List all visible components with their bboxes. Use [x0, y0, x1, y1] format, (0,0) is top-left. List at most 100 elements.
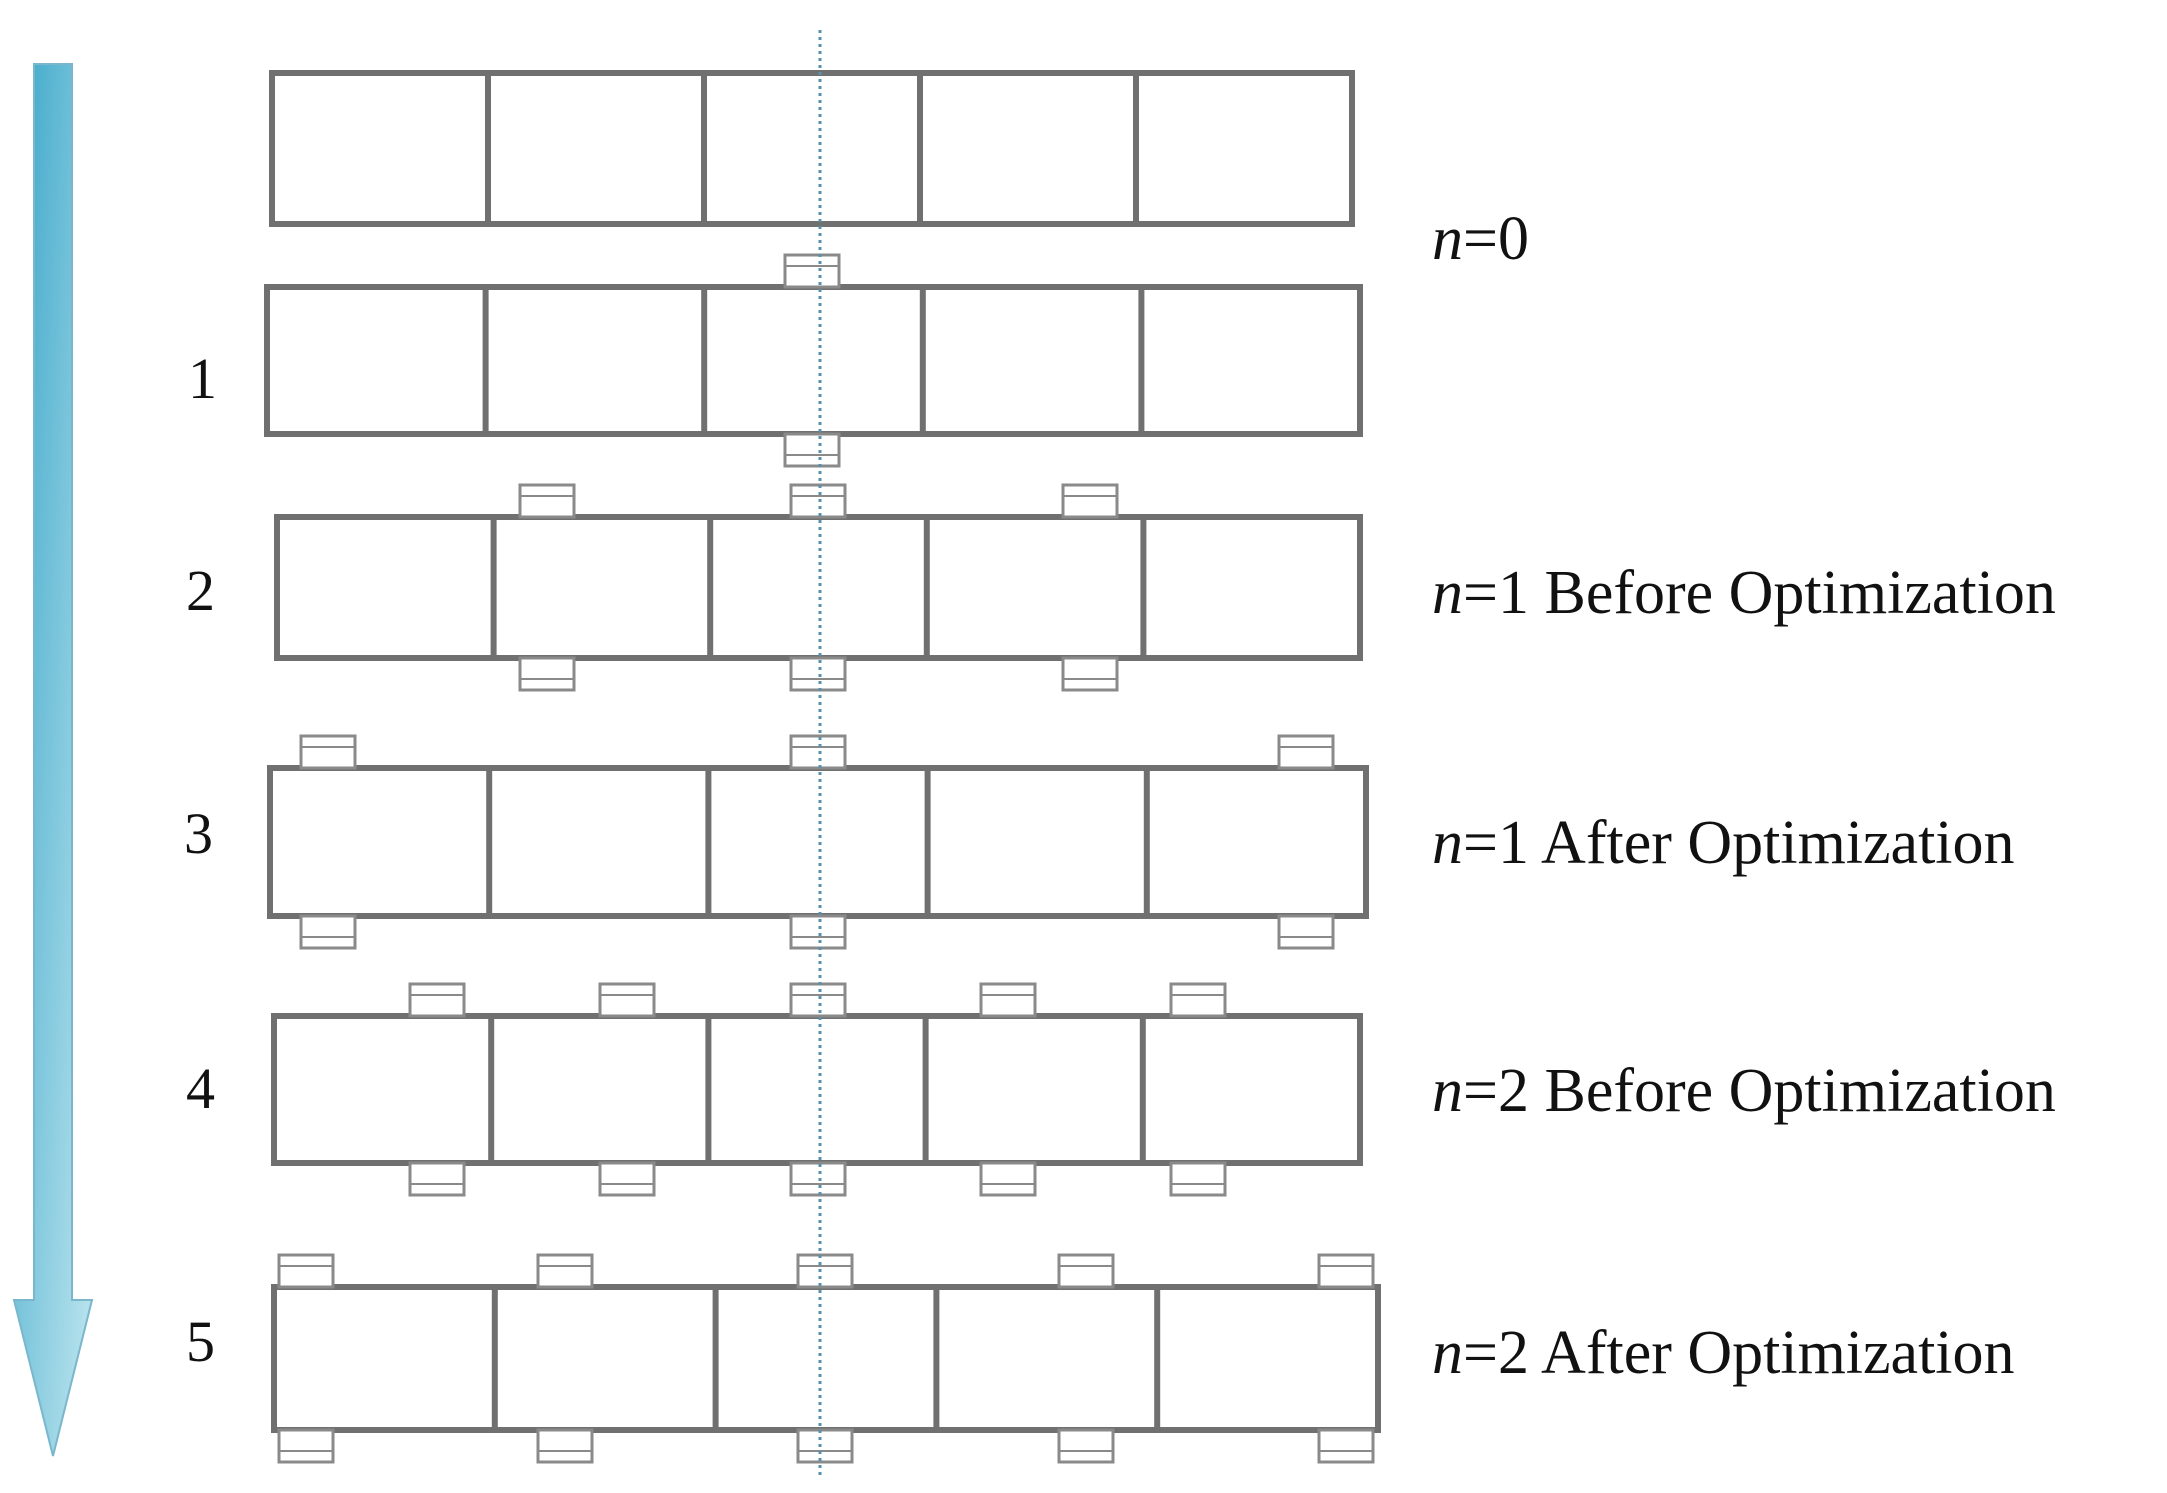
bottom-tab	[796, 1428, 854, 1464]
top-tab-body	[1277, 734, 1335, 770]
top-tab	[598, 982, 656, 1018]
row-label-variable: n	[1432, 559, 1463, 627]
segment-row-frame	[274, 514, 1363, 661]
top-tab	[1169, 982, 1227, 1018]
row-label-n1-before: n=1 Before Optimization	[1432, 562, 2056, 624]
row-label-n2-before: n=2 Before Optimization	[1432, 1060, 2056, 1122]
row-label-variable: n	[1432, 205, 1463, 273]
top-tab	[1317, 1253, 1375, 1289]
row-label-n2-after: n=2 After Optimization	[1432, 1322, 2015, 1384]
bottom-tab	[299, 914, 357, 950]
top-tab-body	[277, 1253, 335, 1289]
bottom-tab	[1057, 1428, 1115, 1464]
top-tab-body	[536, 1253, 594, 1289]
bottom-tab	[1169, 1161, 1227, 1197]
bottom-tab	[1061, 656, 1119, 692]
top-tab	[789, 982, 847, 1018]
row-label-text: =2 Before Optimization	[1463, 1057, 2056, 1125]
bottom-tab-body	[1057, 1428, 1115, 1464]
top-tab	[518, 483, 576, 519]
segment-row-frame	[267, 765, 1369, 919]
row-label-variable: n	[1432, 1319, 1463, 1387]
top-tab-body	[783, 253, 841, 289]
top-tab	[979, 982, 1037, 1018]
bottom-tab-body	[1317, 1428, 1375, 1464]
progress-arrow	[12, 63, 94, 1457]
top-tab-body	[598, 982, 656, 1018]
bottom-tab-body	[979, 1161, 1037, 1197]
top-tab	[1277, 734, 1335, 770]
top-tab	[536, 1253, 594, 1289]
top-tab	[789, 734, 847, 770]
row-label-variable: n	[1432, 1057, 1463, 1125]
bottom-tab	[408, 1161, 466, 1197]
top-tab-body	[1317, 1253, 1375, 1289]
row-label-n0: n=0	[1432, 208, 1529, 270]
bottom-tab	[1277, 914, 1335, 950]
segment-row-frame	[271, 1284, 1381, 1433]
top-tab-body	[1169, 982, 1227, 1018]
top-tab-body	[789, 734, 847, 770]
segment-row-1	[264, 253, 1363, 468]
bottom-tab	[277, 1428, 335, 1464]
top-tab	[299, 734, 357, 770]
top-tab-body	[789, 483, 847, 519]
bottom-tab-body	[789, 656, 847, 692]
row-label-text: =1 After Optimization	[1463, 809, 2015, 877]
step-number-5: 5	[186, 1309, 215, 1374]
top-tab	[277, 1253, 335, 1289]
bottom-tab	[1317, 1428, 1375, 1464]
bottom-tab-body	[1277, 914, 1335, 950]
bottom-tab	[789, 656, 847, 692]
bottom-tab-body	[783, 432, 841, 468]
top-tab-body	[518, 483, 576, 519]
segment-row-4	[271, 982, 1363, 1197]
row-label-text: =0	[1463, 205, 1529, 273]
top-tab-body	[979, 982, 1037, 1018]
bottom-tab-body	[277, 1428, 335, 1464]
step-number-4: 4	[186, 1056, 215, 1121]
bottom-tab-body	[789, 1161, 847, 1197]
top-tab-body	[408, 982, 466, 1018]
bottom-tab-body	[796, 1428, 854, 1464]
bottom-tab	[979, 1161, 1037, 1197]
row-label-n1-after: n=1 After Optimization	[1432, 812, 2015, 874]
bottom-tab-body	[1061, 656, 1119, 692]
top-tab	[1061, 483, 1119, 519]
top-tab	[1057, 1253, 1115, 1289]
segment-row-0	[269, 70, 1355, 227]
bottom-tab-body	[789, 914, 847, 950]
bottom-tab-body	[518, 656, 576, 692]
row-label-variable: n	[1432, 809, 1463, 877]
bottom-tab-body	[536, 1428, 594, 1464]
bottom-tab-body	[598, 1161, 656, 1197]
step-number-2: 2	[186, 558, 215, 623]
bottom-tab-body	[1169, 1161, 1227, 1197]
bottom-tab-body	[299, 914, 357, 950]
top-tab-body	[789, 982, 847, 1018]
segment-row-frame	[264, 284, 1363, 437]
top-tab-body	[299, 734, 357, 770]
top-tab-body	[1057, 1253, 1115, 1289]
step-number-3: 3	[184, 801, 213, 866]
bottom-tab	[789, 914, 847, 950]
top-tab-body	[1061, 483, 1119, 519]
segment-row-frame	[271, 1013, 1363, 1166]
top-tab	[783, 253, 841, 289]
row-label-text: =2 After Optimization	[1463, 1319, 2015, 1387]
top-tab	[796, 1253, 854, 1289]
segment-row-3	[267, 734, 1369, 950]
bottom-tab	[789, 1161, 847, 1197]
segment-row-5	[271, 1253, 1381, 1464]
row-label-text: =1 Before Optimization	[1463, 559, 2056, 627]
bottom-tab-body	[408, 1161, 466, 1197]
top-tab	[408, 982, 466, 1018]
bottom-tab	[536, 1428, 594, 1464]
top-tab-body	[796, 1253, 854, 1289]
bottom-tab	[518, 656, 576, 692]
bottom-tab	[783, 432, 841, 468]
step-number-1: 1	[188, 346, 217, 411]
bottom-tab	[598, 1161, 656, 1197]
top-tab	[789, 483, 847, 519]
